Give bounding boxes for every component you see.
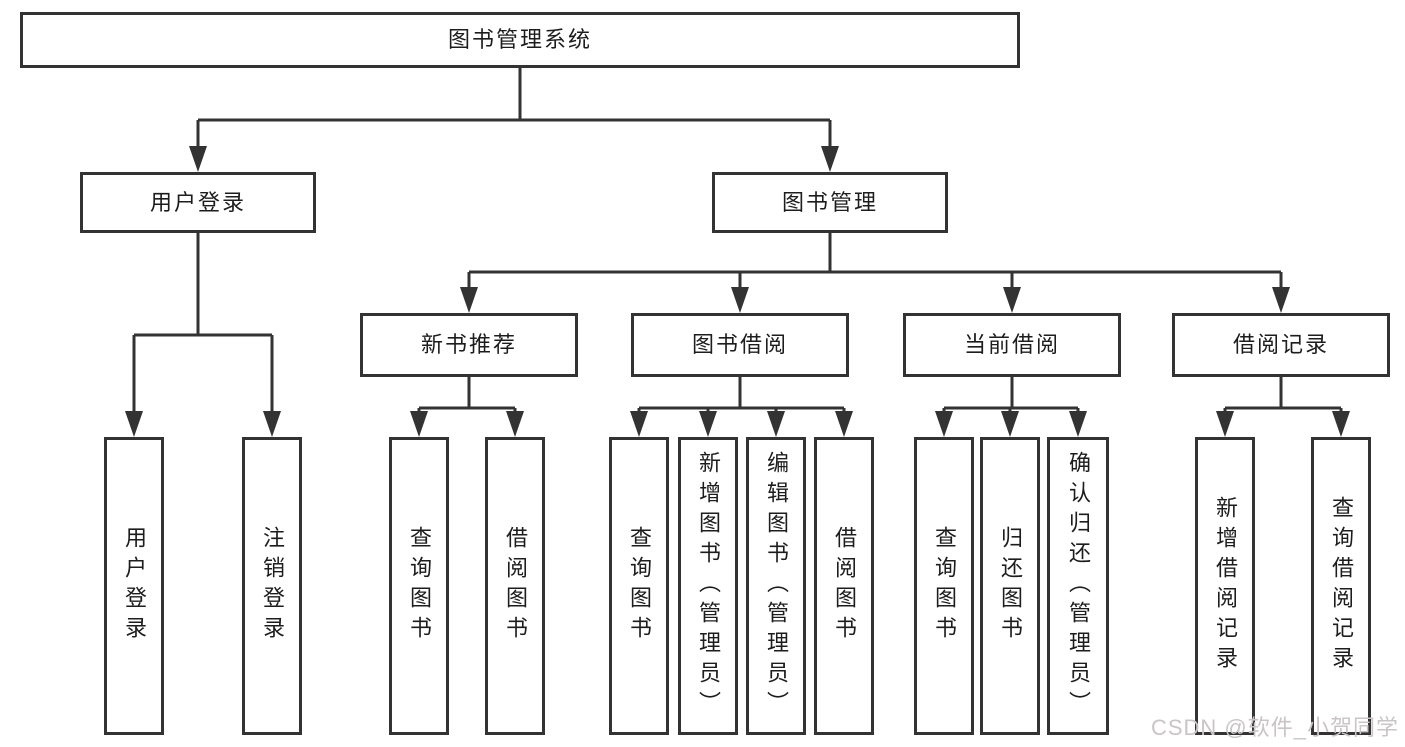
node-new-book-recommend: 新书推荐	[360, 313, 578, 377]
node-leaf-add-borrow-record: 新增借阅记录	[1195, 437, 1255, 735]
node-leaf-query-borrow-record: 查询借阅记录	[1311, 437, 1371, 735]
node-leaf-query-books-recommend: 查询图书	[389, 437, 449, 735]
node-leaf-edit-book-admin: 编辑图书（管理员）	[746, 437, 806, 735]
node-leaf-return-books: 归还图书	[980, 437, 1040, 735]
node-library-system: 图书管理系统	[20, 12, 1020, 68]
node-borrowing-records: 借阅记录	[1172, 313, 1390, 377]
node-user-login: 用户登录	[80, 172, 316, 233]
node-book-borrowing: 图书借阅	[631, 313, 849, 377]
node-leaf-query-books-current: 查询图书	[914, 437, 974, 735]
node-leaf-add-book-admin: 新增图书（管理员）	[678, 437, 738, 735]
node-leaf-logout: 注销登录	[242, 437, 302, 735]
node-leaf-borrow-books-recommend: 借阅图书	[485, 437, 545, 735]
node-leaf-query-books-borrowing: 查询图书	[609, 437, 669, 735]
node-leaf-user-login: 用户登录	[104, 437, 164, 735]
node-leaf-confirm-return-admin: 确认归还（管理员）	[1047, 437, 1109, 735]
node-book-management: 图书管理	[712, 172, 948, 233]
watermark-csdn: CSDN @软件_小贺同学	[1150, 715, 1399, 740]
node-leaf-borrow-books-borrowing: 借阅图书	[814, 437, 874, 735]
node-current-borrowing: 当前借阅	[903, 313, 1121, 377]
